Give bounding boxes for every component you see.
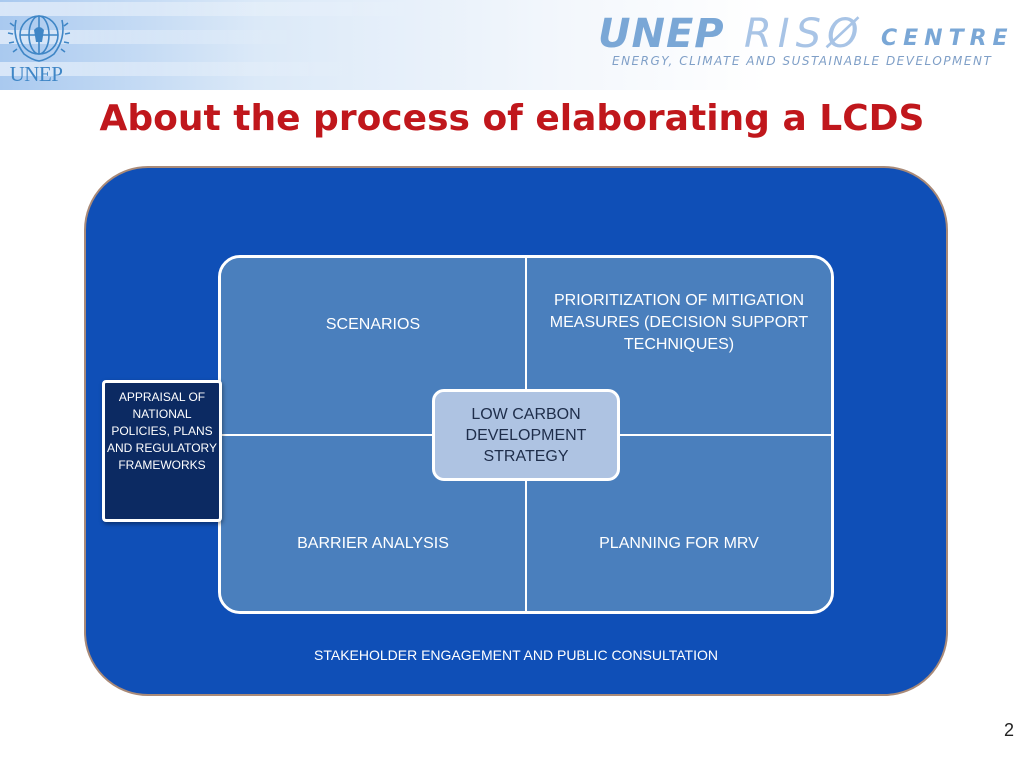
- process-grid: SCENARIOS PRIORITIZATION OF MITIGATION M…: [218, 255, 834, 614]
- appraisal-box: APPRAISAL OF NATIONAL POLICIES, PLANS AN…: [102, 380, 222, 522]
- header-stripe: [0, 2, 420, 16]
- slide-title: About the process of elaborating a LCDS: [99, 98, 925, 139]
- header-stripe: [0, 62, 360, 76]
- quadrant-label: SCENARIOS: [325, 316, 421, 333]
- unep-logo-text: UNEP: [9, 62, 63, 86]
- slide-number: 2: [1003, 720, 1014, 740]
- center-strategy-box: LOW CARBON DEVELOPMENT STRATEGY: [432, 389, 620, 481]
- header-stripe: [0, 30, 300, 44]
- brand-name-unep: UNEP: [598, 11, 725, 57]
- brand-tagline: ENERGY, CLIMATE AND SUSTAINABLE DEVELOPM…: [612, 54, 993, 68]
- quadrant-label: PLANNING FOR MRV: [599, 535, 759, 552]
- quadrant-label: PRIORITIZATION OF MITIGATION MEASURES (D…: [549, 292, 809, 353]
- quadrant-label: BARRIER ANALYSIS: [297, 535, 449, 552]
- brand-name-centre: CENTRE: [881, 26, 1014, 51]
- brand-name-riso: RISØ: [744, 11, 865, 57]
- header-band: [0, 0, 1024, 90]
- unep-emblem-icon: [7, 15, 71, 62]
- brand-logo: UNEP RISØ CENTRE ENERGY, CLIMATE AND SUS…: [598, 12, 1010, 74]
- frame-label: STAKEHOLDER ENGAGEMENT AND PUBLIC CONSUL…: [314, 647, 718, 663]
- center-label: LOW CARBON DEVELOPMENT STRATEGY: [465, 405, 587, 465]
- appraisal-label: APPRAISAL OF NATIONAL POLICIES, PLANS AN…: [106, 390, 218, 472]
